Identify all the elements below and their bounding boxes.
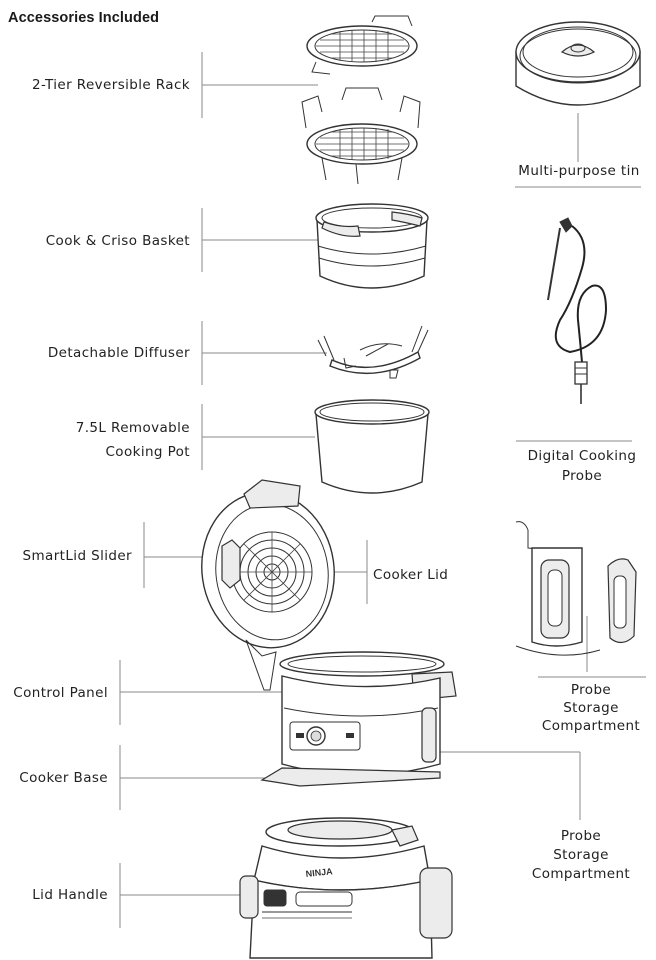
label-slider: SmartLid Slider xyxy=(22,548,132,564)
label-probe-line1: Digital Cooking xyxy=(527,448,637,464)
label-storage-b-line1: Probe xyxy=(560,828,602,844)
label-rack: 2-Tier Reversible Rack xyxy=(32,77,190,93)
label-storage-b-line2: Storage xyxy=(553,847,609,863)
label-storage-a-line1: Probe xyxy=(570,682,612,698)
rack-illustration xyxy=(301,15,421,185)
basket-illustration xyxy=(315,203,429,289)
label-tin: Multi-purpose tin xyxy=(518,163,640,179)
closed-cooker-illustration: NINJA xyxy=(239,817,453,959)
pot-illustration xyxy=(314,399,430,494)
label-diffuser: Detachable Diffuser xyxy=(47,345,190,361)
label-base: Cooker Base xyxy=(19,770,108,786)
label-storage-a-line2: Storage xyxy=(563,700,619,716)
label-pot-line2: Cooking Pot xyxy=(105,444,190,460)
diffuser-illustration xyxy=(317,325,429,379)
label-storage-a-line3: Compartment xyxy=(541,718,641,734)
section-title: Accessories Included xyxy=(8,10,160,26)
tin-illustration xyxy=(515,21,641,106)
leader-lines xyxy=(119,52,646,928)
label-storage-b-line3: Compartment xyxy=(531,866,631,882)
label-basket: Cook & Criso Basket xyxy=(45,233,190,249)
label-probe-line2: Probe xyxy=(561,468,603,484)
probe-illustration xyxy=(547,217,608,404)
label-pot-line1: 7.5L Removable xyxy=(75,420,190,436)
label-handle: Lid Handle xyxy=(32,887,108,903)
cooker-illustration xyxy=(201,479,457,787)
storage-detail-illustration xyxy=(515,521,637,656)
label-panel: Control Panel xyxy=(13,685,108,701)
brand-mark: NINJA xyxy=(305,866,333,879)
label-lid: Cooker Lid xyxy=(373,567,449,583)
